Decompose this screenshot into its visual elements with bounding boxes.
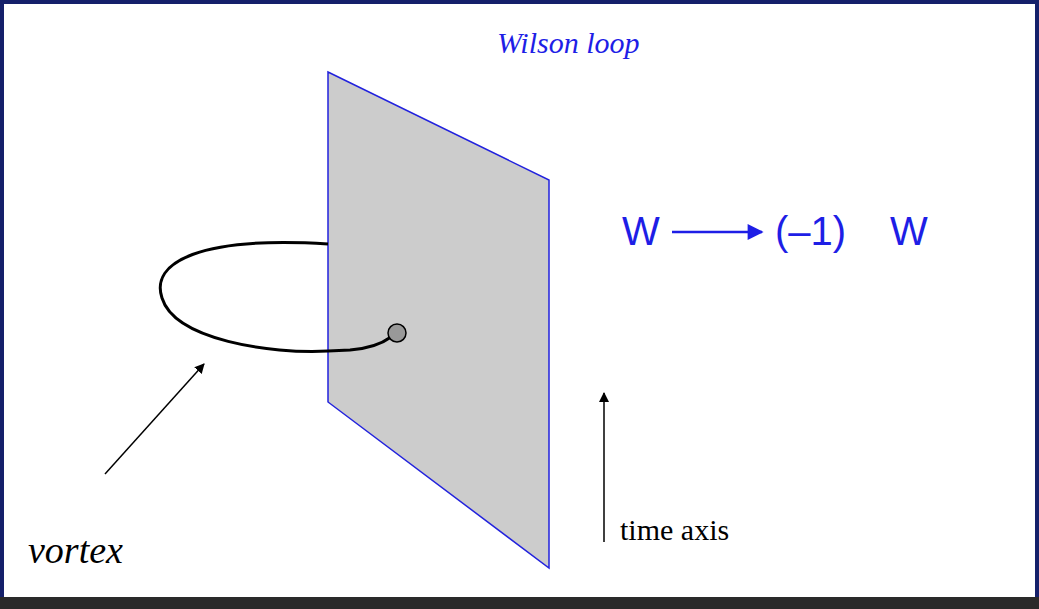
- maps-to-arrow: [672, 231, 762, 234]
- vortex-loop: [328, 337, 391, 351]
- formula-term: W: [622, 211, 660, 251]
- vortex-loop: [160, 243, 328, 352]
- axis-label: time axis: [620, 515, 729, 545]
- vortex-label: vortex: [28, 531, 123, 569]
- leader-arrow: [105, 364, 204, 474]
- frame-bar: [0, 597, 1039, 609]
- slide-frame: Wilson loopW (–1) Wtime axis vortex: [4, 4, 1035, 597]
- formula-term: W: [890, 211, 928, 251]
- wilson-surface: [328, 72, 549, 568]
- time-arrow: [603, 393, 605, 542]
- surface-title: Wilson loop: [497, 28, 640, 58]
- illustration: [4, 4, 1035, 597]
- formula-factor: (–1): [775, 211, 846, 251]
- piercing-point: [388, 324, 406, 342]
